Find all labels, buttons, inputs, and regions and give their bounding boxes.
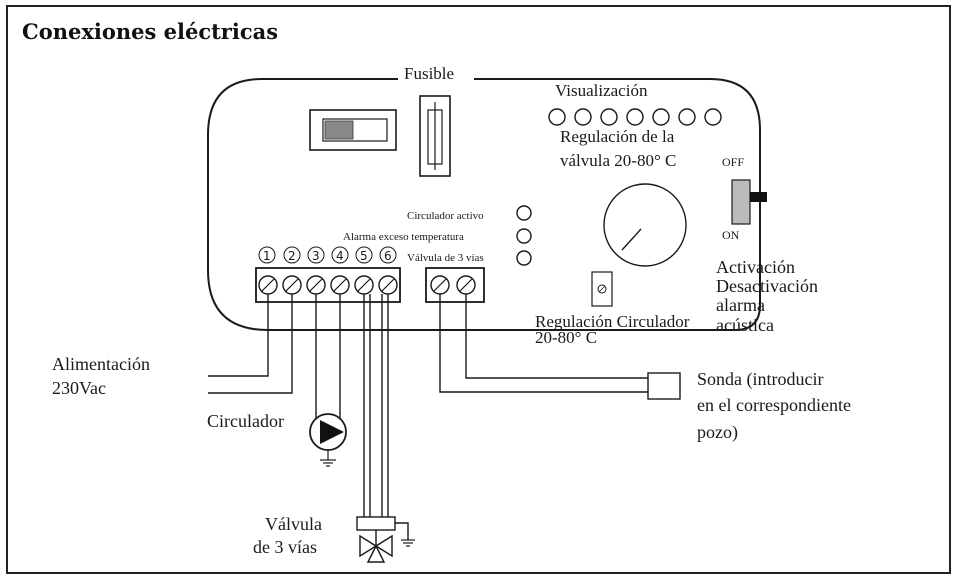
power-wire-l — [208, 294, 269, 377]
activacion-label-4: acústica — [716, 315, 774, 335]
terminal-block-probe — [425, 267, 485, 303]
activacion-label-2: Desactivación — [716, 276, 818, 296]
sonda-label-2: en el correspondiente — [697, 395, 851, 415]
ground-icon — [320, 450, 336, 467]
terminal-number: 2 — [288, 249, 296, 263]
on-label: ON — [722, 228, 740, 242]
display-led — [600, 108, 618, 126]
activacion-label-3: alarma — [716, 295, 765, 315]
sonda-label-1: Sonda (introducir — [697, 369, 823, 390]
probe-wire-2 — [465, 294, 648, 379]
ground-icon — [395, 522, 415, 547]
activacion-label-1: Activación — [716, 257, 795, 277]
terminal-number: 6 — [384, 249, 392, 263]
terminal-block-main — [255, 267, 401, 303]
pump-icon — [309, 413, 347, 451]
circulador-activo-label: Circulador activo — [407, 210, 484, 222]
display-led — [626, 108, 644, 126]
display-led — [678, 108, 696, 126]
three-way-valve-icon — [356, 516, 396, 563]
alarma-exceso-label: Alarma exceso temperatura — [343, 231, 464, 243]
valvula-label-2: de 3 vías — [253, 537, 317, 557]
display-led — [704, 108, 722, 126]
probe-wire-1 — [439, 294, 648, 393]
alimentacion-label-1: Alimentación — [52, 354, 150, 374]
diagram-title: Conexiones eléctricas — [22, 19, 278, 44]
alimentacion-label-2: 230Vac — [52, 378, 106, 398]
regulacion-valvula-label-2: válvula 20-80° C — [560, 151, 676, 170]
valvula-3-vias-led-label: Válvula de 3 vías — [407, 252, 484, 264]
outer-frame — [6, 5, 951, 574]
probe-sensor-icon — [647, 372, 681, 400]
terminal-numbers: 1 2 3 4 5 6 — [258, 246, 397, 264]
regulacion-circulador-label-1: Regulación Circulador — [535, 312, 690, 331]
toggle-switch-icon[interactable] — [731, 179, 767, 225]
switch-knob — [324, 120, 354, 140]
display-led-row — [548, 108, 722, 126]
valvula-label-1: Válvula — [265, 514, 322, 534]
terminal-number: 5 — [360, 249, 368, 263]
circulador-activo-led — [516, 205, 532, 221]
terminal-number: 3 — [312, 249, 320, 263]
display-led — [574, 108, 592, 126]
regulacion-circulador-label-2: 20-80° C — [535, 328, 597, 347]
off-label: OFF — [722, 155, 744, 169]
fuse-icon — [419, 95, 451, 177]
valvula-3-vias-led — [516, 250, 532, 266]
terminal-number: 4 — [336, 249, 344, 263]
display-led — [652, 108, 670, 126]
fusible-label: Fusible — [404, 64, 454, 83]
terminal-number: 1 — [263, 249, 271, 263]
display-led — [548, 108, 566, 126]
trimmer-icon[interactable] — [591, 271, 613, 307]
sonda-label-3: pozo) — [697, 422, 738, 443]
visualizacion-label: Visualización — [555, 81, 648, 100]
dial-icon[interactable] — [603, 183, 687, 267]
circulador-label: Circulador — [207, 411, 284, 431]
power-switch[interactable] — [309, 109, 397, 151]
alarma-exceso-led — [516, 228, 532, 244]
power-wire-n — [208, 294, 293, 394]
regulacion-valvula-label-1: Regulación de la — [560, 127, 675, 146]
